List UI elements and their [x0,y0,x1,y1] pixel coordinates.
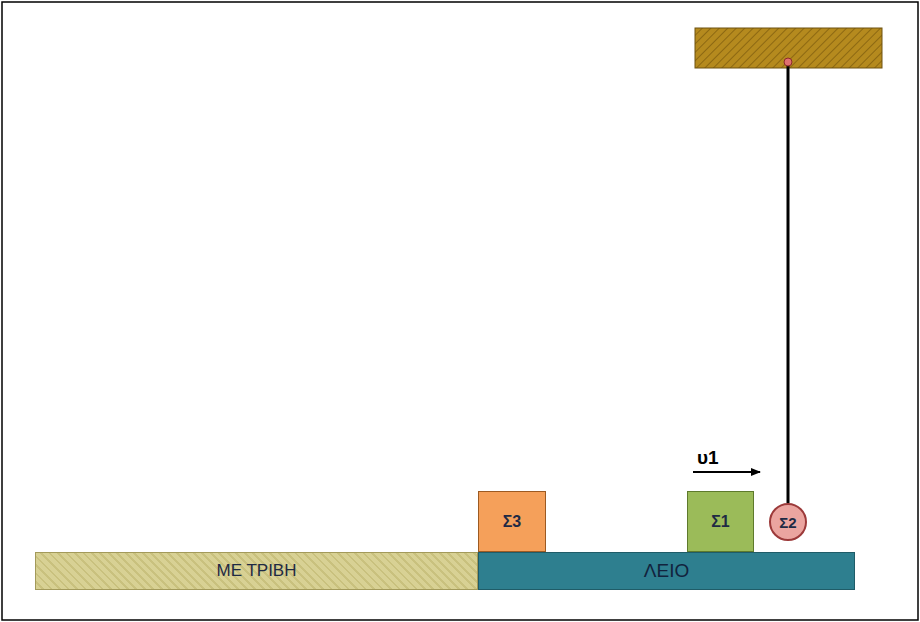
node-text: ΛΕΙΟ [644,560,689,582]
node-text: Σ3 [503,513,522,531]
rough-surface: ΜΕ ΤΡΙΒΗ [35,552,478,590]
node-text: ΜΕ ΤΡΙΒΗ [217,561,297,581]
pendulum-bob: Σ2 [769,503,807,541]
block-sigma3: Σ3 [478,491,546,552]
node-text: Σ2 [779,514,796,531]
pendulum-string [787,62,790,503]
smooth-surface: ΛΕΙΟ [478,552,855,590]
node-text: Σ1 [711,513,730,531]
velocity-arrow [693,471,760,473]
ceiling [695,28,882,68]
block-sigma1: Σ1 [687,491,754,552]
velocity-label: υ1 [697,447,719,469]
pivot [784,58,792,66]
